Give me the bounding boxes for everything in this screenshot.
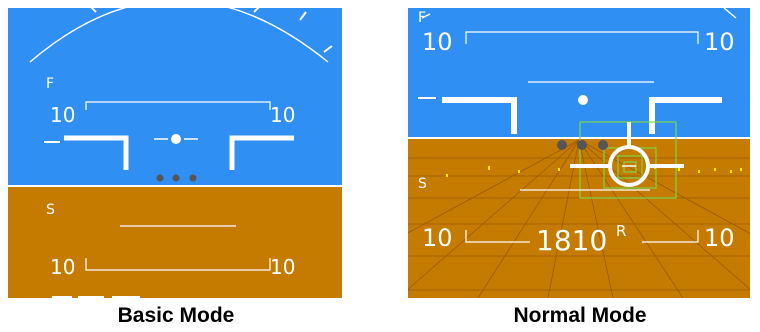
bank-angle-arc-right <box>723 8 737 19</box>
speed-indicator: S <box>418 176 427 192</box>
sky-background <box>8 8 342 186</box>
bank-angle-ticks <box>90 8 333 53</box>
aircraft-symbol-icon <box>44 134 294 170</box>
normal-mode-hud: F 10 10 <box>408 8 750 298</box>
pitch-ladder-upper <box>85 101 271 110</box>
basic-mode-hud: F 10 10 S 10 10 <box>8 8 342 298</box>
aircraft-symbol-icon <box>418 97 722 134</box>
pitch-ladder-lower <box>85 258 271 271</box>
heading-suffix: R <box>616 222 626 240</box>
speed-indicator: S <box>46 202 55 218</box>
pitch-label-bottom-right: 10 <box>704 224 735 252</box>
waterline-marker <box>578 95 588 105</box>
heading-readout: 1810 <box>536 224 607 257</box>
pitch-label-top-left: 10 <box>422 28 453 56</box>
pitch-label-top-right: 10 <box>270 103 295 127</box>
gear-indicator-dots <box>156 174 197 182</box>
pitch-label-bottom-right: 10 <box>270 255 295 279</box>
pitch-ladder-upper <box>465 31 699 44</box>
sky-background <box>408 8 750 138</box>
pitch-label-bottom-left: 10 <box>422 224 453 252</box>
bank-angle-arc <box>29 8 329 63</box>
pitch-ladder-lower-left <box>465 230 530 243</box>
bank-angle-arc-left <box>421 13 431 19</box>
ground-background <box>8 186 342 298</box>
normal-mode-caption: Normal Mode <box>513 304 647 327</box>
ground-grid <box>408 139 750 298</box>
pitch-label-top-left: 10 <box>50 103 75 127</box>
flight-path-marker-icon <box>570 122 684 187</box>
pitch-ladder-lower-right <box>642 230 699 243</box>
flap-indicator: F <box>46 76 54 92</box>
gear-indicator-dots <box>557 140 608 150</box>
pitch-label-top-right: 10 <box>704 28 735 56</box>
ground-background <box>408 138 750 298</box>
basic-mode-caption: Basic Mode <box>117 304 235 327</box>
flap-indicator: F <box>418 10 426 26</box>
pitch-label-bottom-left: 10 <box>50 255 75 279</box>
